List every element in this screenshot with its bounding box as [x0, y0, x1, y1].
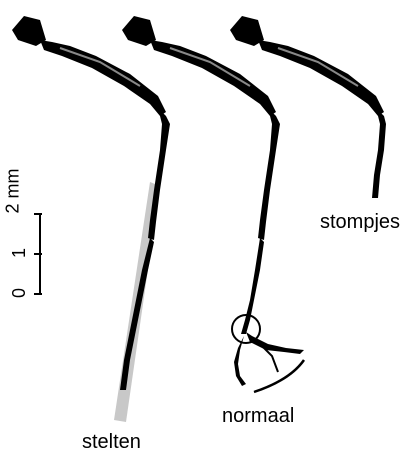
claw-arc — [254, 360, 304, 392]
leg-tarsus — [241, 238, 264, 334]
scale-tick-1: 1 — [10, 248, 28, 258]
scale-tick-0: 0 — [10, 288, 28, 298]
leg-tarsus — [120, 238, 154, 390]
label-stompjes: stompjes — [320, 212, 400, 232]
label-stelten: stelten — [82, 432, 141, 452]
leg-femur — [258, 40, 384, 116]
leg-femur — [150, 40, 276, 116]
leg-claw — [246, 332, 304, 354]
leg-tibia — [148, 108, 170, 240]
scale-bar — [34, 214, 42, 294]
leg-tibia — [372, 108, 386, 198]
leg-stompjes — [230, 16, 386, 198]
scale-tick-2mm: 2 mm — [4, 169, 22, 214]
label-normaal: normaal — [222, 406, 294, 426]
leg-tibia — [258, 108, 280, 240]
leg-stelten — [12, 16, 170, 422]
leg-femur — [40, 40, 166, 116]
